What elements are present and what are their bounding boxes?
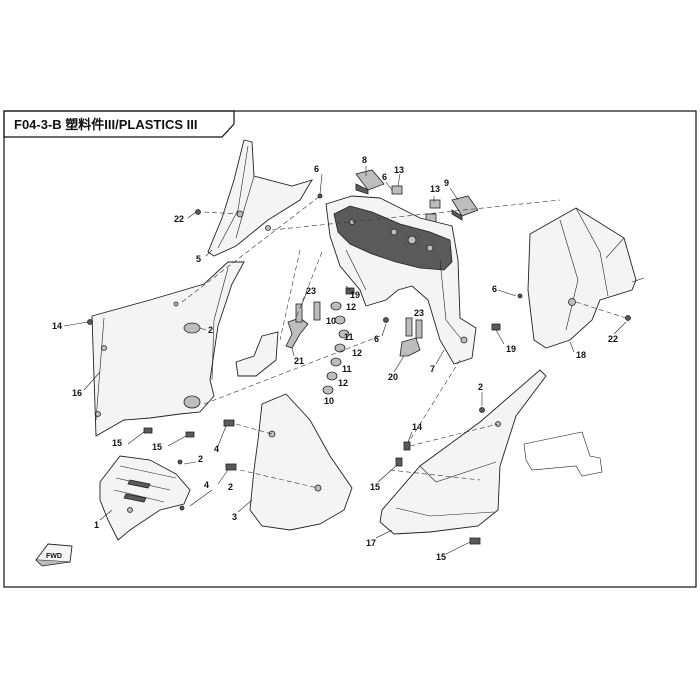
diagram-title: F04-3-B 塑料件III/PLASTICS III [14,117,197,132]
callout-labels: 8 6 13 6 13 9 22 5 14 16 2 23 19 12 21 1… [52,155,618,562]
callout-8: 8 [362,155,367,165]
callout-10: 10 [324,396,334,406]
part-13-bushing-a [391,185,403,195]
callout-6: 6 [492,284,497,294]
callout-4: 4 [204,480,209,490]
callout-14: 14 [412,422,422,432]
callout-6: 6 [374,334,379,344]
callout-2: 2 [198,454,203,464]
part-1-lower-cover [99,455,191,541]
diagram-frame [3,110,697,588]
fwd-arrow-icon: FWD [35,543,73,567]
callout-14: 14 [52,321,62,331]
title-box [3,110,235,138]
mount-bracket-left [235,331,279,377]
part-3-center-panel [249,393,353,531]
part-2-grommet-b [183,395,201,409]
callout-23: 23 [306,286,316,296]
part-16-left-cowl [91,261,245,437]
callout-6: 6 [314,164,319,174]
callout-23: 23 [414,308,424,318]
part-7-instrument-housing [325,195,477,365]
part-8-cap [355,169,385,195]
part-13-bushing-b [425,199,441,223]
callout-4: 4 [214,444,219,454]
callout-15: 15 [436,552,446,562]
mount-bracket-right [523,431,603,477]
callout-7: 7 [430,364,435,374]
callout-1: 1 [94,520,99,530]
part-17-right-lower-cover [379,369,547,535]
callout-9: 9 [444,178,449,188]
part-19-clip-a [345,287,355,295]
callout-2: 2 [228,482,233,492]
part-19-clip-b [491,323,501,331]
callout-2: 2 [478,382,483,392]
part-20-bracket [399,337,421,357]
callout-19: 19 [506,344,516,354]
callout-22: 22 [174,214,184,224]
callout-21: 21 [294,356,304,366]
part-2-grommet-a [183,322,201,334]
callout-12: 12 [352,348,362,358]
callout-20: 20 [388,372,398,382]
part-23-bolt-b [405,317,423,339]
callout-2: 2 [208,325,213,335]
callout-15: 15 [112,438,122,448]
callout-5: 5 [196,254,201,264]
callout-17: 17 [366,538,376,548]
fasteners [87,193,631,545]
callout-6: 6 [382,172,387,182]
part-18-right-windshield [527,207,645,349]
part-23-bolt-a [295,301,321,323]
leader-lines [63,166,627,555]
callout-19: 19 [350,290,360,300]
part-10-11-12-stack [322,301,350,395]
part-21-bracket [285,317,309,349]
callout-11: 11 [342,364,352,374]
callout-15: 15 [370,482,380,492]
callout-13: 13 [394,165,404,175]
part-5-windshield-bracket [207,139,313,257]
callout-18: 18 [576,350,586,360]
callout-15: 15 [152,442,162,452]
callout-10: 10 [326,316,336,326]
part-9-cap [451,195,479,221]
callout-22: 22 [608,334,618,344]
assembly-lines [181,195,627,489]
fwd-label: FWD [46,553,62,560]
callout-3: 3 [232,512,237,522]
callout-12: 12 [338,378,348,388]
callout-13: 13 [430,184,440,194]
callout-11: 11 [344,332,354,342]
callout-16: 16 [72,388,82,398]
callout-12: 12 [346,302,356,312]
